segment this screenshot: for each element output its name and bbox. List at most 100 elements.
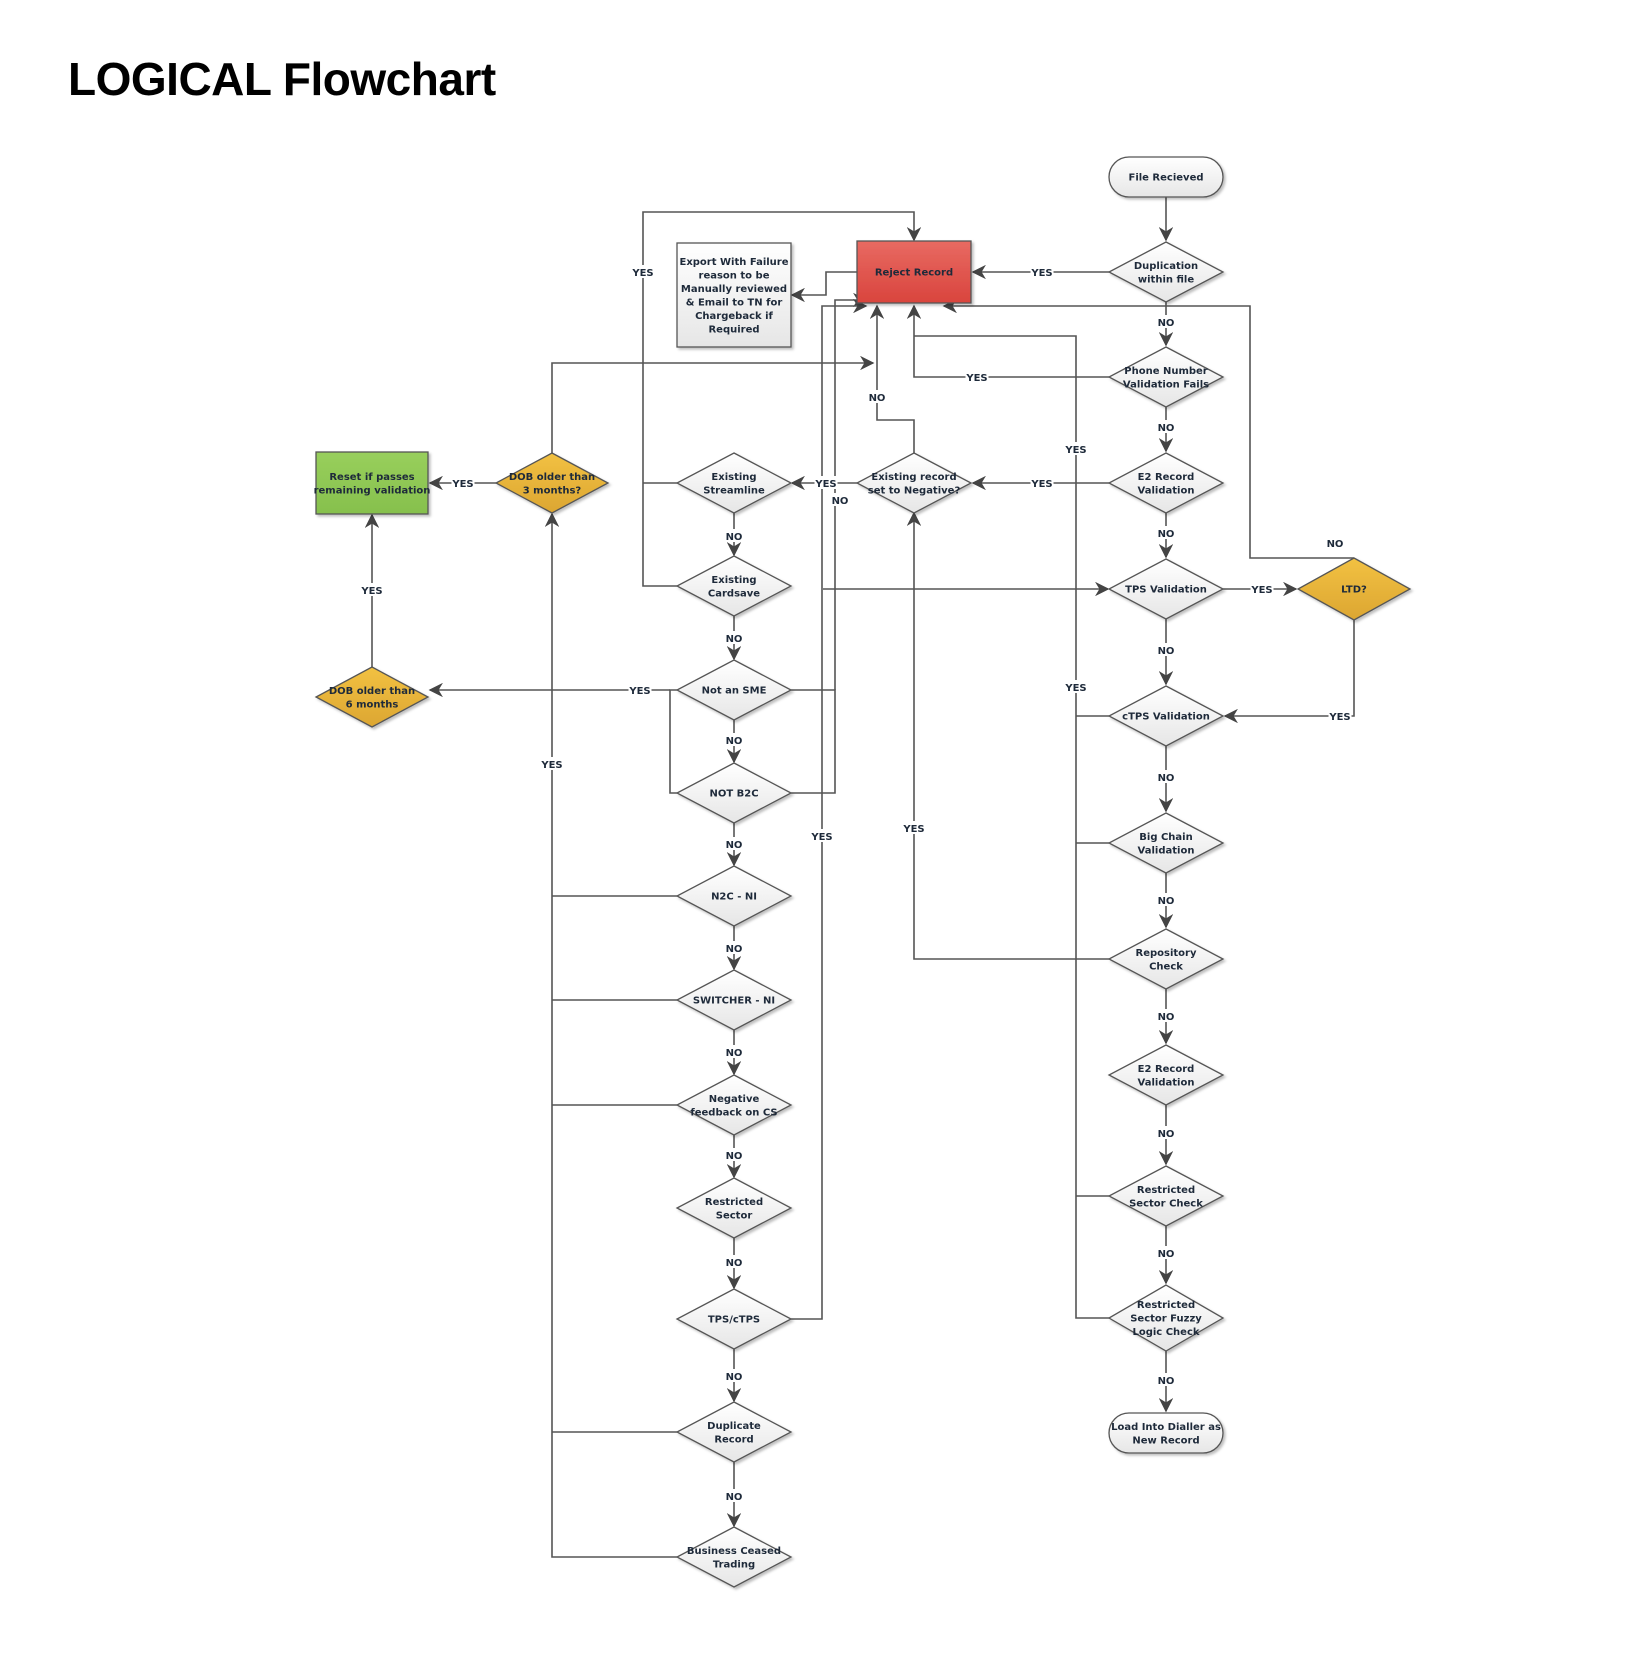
process-shape: [315, 451, 429, 515]
edge-label-no: NO: [726, 1489, 743, 1503]
node-label: SWITCHER - NI: [693, 996, 775, 1007]
decision-shape: [675, 555, 793, 617]
edge-label-yes: YES: [1328, 709, 1352, 723]
decision-shape: [675, 1288, 793, 1350]
edge-label-no: NO: [1158, 1373, 1174, 1387]
edge-label-no: NO: [1158, 770, 1174, 784]
node-label: E2 Record: [1138, 472, 1195, 483]
svg-text:NO: NO: [1158, 646, 1175, 657]
decision-shape: [1107, 928, 1225, 990]
node-reject-record: Reject Record: [856, 240, 972, 304]
svg-text:YES: YES: [1328, 712, 1350, 723]
node-label: Restricted: [1137, 1185, 1195, 1196]
connector-15: [942, 298, 1354, 559]
svg-text:YES: YES: [1064, 445, 1086, 456]
edge-label-yes: YES: [1250, 582, 1274, 596]
node-label: Chargeback if: [695, 311, 773, 322]
svg-text:NO: NO: [726, 944, 743, 955]
edge-label-yes: YES: [360, 583, 384, 597]
edge-label-yes: YES: [1064, 680, 1088, 694]
edge-label-yes: YES: [814, 476, 838, 490]
node-label: Phone Number: [1124, 366, 1208, 377]
svg-text:NO: NO: [832, 496, 849, 507]
node-label: Repository: [1136, 948, 1197, 959]
edge-label-no: NO: [1158, 420, 1174, 434]
edge-labels-layer: NO NO NO NO NO NO NO NO NO NO YES YES YES YES NO YES YES…: [360, 265, 1352, 1503]
svg-text:NO: NO: [869, 393, 886, 404]
decision-shape: [675, 1074, 793, 1136]
edge-label-no: NO: [726, 941, 743, 955]
node-label: Trading: [713, 1559, 755, 1570]
svg-text:YES: YES: [631, 268, 653, 279]
node-dob-6-months: DOB older than 6 months: [314, 666, 430, 728]
connector-21: [906, 511, 1109, 960]
decision-shape: [1107, 241, 1225, 303]
svg-text:NO: NO: [1158, 318, 1175, 329]
edge-label-no: NO: [726, 837, 743, 851]
node-label: Validation Fails: [1123, 379, 1209, 390]
decision-shape: [1296, 557, 1412, 621]
connector-12: [906, 304, 1109, 378]
svg-text:NO: NO: [726, 840, 743, 851]
node-label: & Email to TN for: [686, 297, 783, 308]
edge-label-no: NO: [1327, 536, 1344, 550]
svg-text:NO: NO: [726, 1492, 743, 1503]
node-label: Check: [1149, 961, 1183, 972]
node-label: Sector Fuzzy: [1130, 1314, 1202, 1325]
decision-shape: [855, 452, 973, 514]
node-label: set to Negative?: [868, 485, 961, 496]
node-label: Negative: [709, 1094, 760, 1105]
node-tps-ctps: TPS/cTPS: [675, 1288, 793, 1350]
node-label: feedback on CS: [690, 1107, 777, 1118]
edge-label-yes: YES: [902, 821, 926, 835]
node-label: Reset if passes: [329, 472, 414, 483]
decision-shape: [675, 452, 793, 514]
node-label: Duplicate: [707, 1421, 761, 1432]
node-label: Restricted: [1137, 1300, 1195, 1311]
node-label: Validation: [1138, 485, 1195, 496]
edge-label-no: NO: [1158, 1126, 1174, 1140]
node-label: Existing record: [871, 472, 956, 483]
svg-text:YES: YES: [1064, 683, 1086, 694]
node-label: Cardsave: [708, 588, 760, 599]
decision-shape: [1107, 812, 1225, 874]
svg-text:NO: NO: [1327, 539, 1344, 550]
edge-label-yes: YES: [540, 757, 564, 771]
node-label: DOB older than: [329, 686, 415, 697]
node-label: Record: [714, 1434, 753, 1445]
node-label: cTPS Validation: [1122, 712, 1210, 723]
decision-shape: [675, 1401, 793, 1463]
edge-label-yes: YES: [1030, 265, 1054, 279]
svg-text:NO: NO: [726, 634, 743, 645]
node-label: Validation: [1138, 845, 1195, 856]
svg-text:NO: NO: [1158, 1012, 1175, 1023]
terminator-shape: [1108, 1412, 1224, 1454]
node-label: 6 months: [346, 699, 399, 710]
svg-text:YES: YES: [628, 686, 650, 697]
node-label: New Record: [1132, 1435, 1199, 1446]
node-label: Manually reviewed: [681, 284, 787, 295]
terminator-shape: [1108, 156, 1224, 198]
node-label: within file: [1138, 274, 1194, 285]
svg-text:YES: YES: [1030, 268, 1052, 279]
node-tps-validation: TPS Validation: [1107, 558, 1225, 620]
connector-50: [790, 271, 857, 303]
edge-label-no: NO: [726, 1255, 742, 1269]
decision-shape: [675, 969, 793, 1031]
decision-shape: [1107, 452, 1225, 514]
svg-text:YES: YES: [360, 586, 382, 597]
node-label: DOB older than: [509, 472, 595, 483]
decision-shape: [675, 659, 793, 721]
svg-text:NO: NO: [1158, 896, 1175, 907]
node-file-received: File Recieved: [1108, 156, 1224, 198]
